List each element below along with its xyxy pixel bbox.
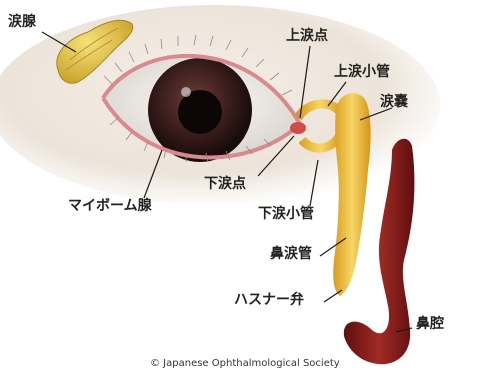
label-meibomian-gland: マイボーム腺 [68,198,152,214]
label-lower-canaliculus: 下涙小管 [258,206,314,222]
label-lower-punctum: 下涙点 [204,176,246,192]
label-hasner-valve: ハスナー弁 [234,292,304,308]
label-lacrimal-gland: 涙腺 [8,14,36,30]
copyright-notice: © Japanese Ophthalmological Society [150,358,340,369]
label-upper-punctum: 上涙点 [286,28,328,44]
lacrimal-sac-and-duct [333,93,370,296]
caruncle [290,122,306,134]
label-lacrimal-sac: 涙嚢 [380,94,408,110]
label-upper-canaliculus: 上涙小管 [334,64,390,80]
label-nasolacrimal-duct: 鼻涙管 [270,246,312,262]
label-nasal-cavity: 鼻腔 [416,316,444,332]
